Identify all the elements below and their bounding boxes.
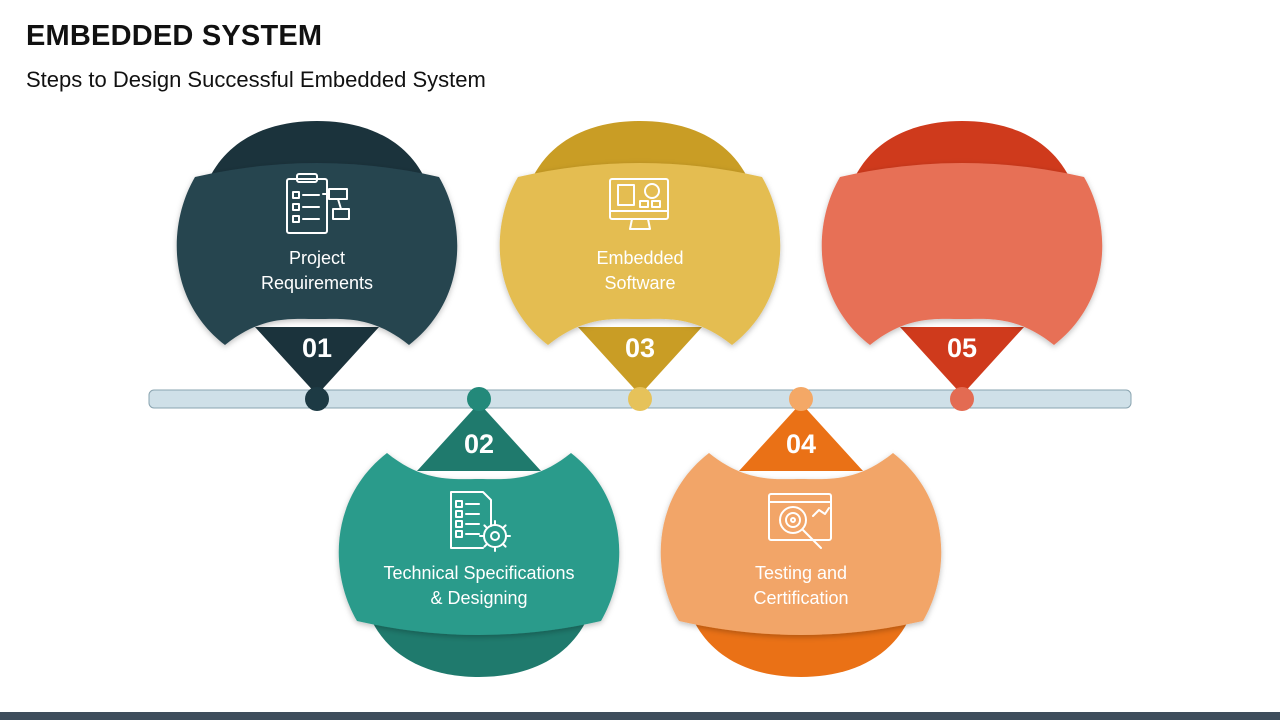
step-label-line: Embedded [596,248,683,268]
step-pointer [578,327,702,395]
step-card [499,163,781,345]
step-card [660,453,942,635]
monitor-code-gear-icon [609,178,669,230]
step-label-line: Software [604,273,675,293]
step-card [821,163,1103,345]
step-number: 01 [302,333,332,363]
timeline-pin-03 [628,387,652,411]
timeline-pin-01 [305,387,329,411]
step-label-line: Certification [753,588,848,608]
footer-bar [0,712,1280,720]
step-number: 02 [464,429,494,459]
step-number: 05 [947,333,977,363]
step-label-line: Testing and [755,563,847,583]
step-pointer [739,403,863,471]
step-02: Technical Specifications & Designing 02 [338,403,620,677]
timeline-pin-04 [789,387,813,411]
step-pointer [255,327,379,395]
step-label-line: Requirements [261,273,373,293]
step-number: 04 [786,429,816,459]
step-label-line: & Designing [430,588,527,608]
clipboard-flowchart-icon [286,173,350,234]
timeline-pin-05 [950,387,974,411]
timeline-pin-02 [467,387,491,411]
step-05: 05 [821,121,1103,395]
document-gear-icon [450,491,511,552]
step-card [176,163,458,345]
step-pointer [417,403,541,471]
step-label-line: Technical Specifications [383,563,574,583]
browser-target-magnifier-icon [768,493,832,549]
step-number: 03 [625,333,655,363]
step-pointer [900,327,1024,395]
step-label-line: Project [289,248,345,268]
step-card [338,453,620,635]
page-title: EMBEDDED SYSTEM [26,20,323,52]
page-subtitle: Steps to Design Successful Embedded Syst… [26,67,486,92]
